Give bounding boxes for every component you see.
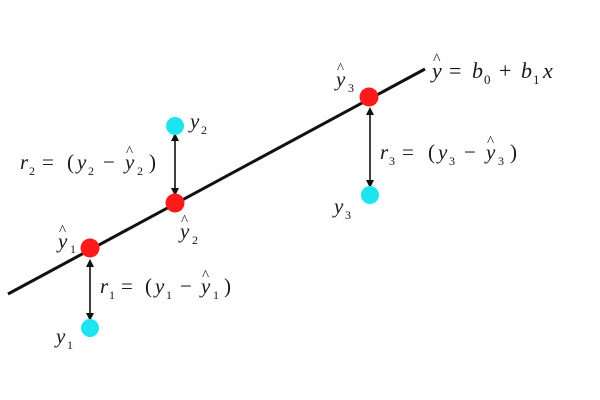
eq-sub1: 1 [533,72,540,87]
residual-2-y-sub: 2 [88,164,94,178]
residual-2-r-sub: 2 [29,164,35,178]
residual-3-y: y [436,140,448,164]
residual-2-close: ) [149,150,156,174]
observed-label-1-y: y [54,324,66,348]
residual-3-y-sub: 3 [449,154,455,168]
residual-1-yhat-sub: 1 [213,288,219,302]
point-group-2: y 2 y ^ 2 r 2 = ( y 2 − y ^ 2 ) [20,109,207,247]
observed-point-2 [166,117,184,135]
eq-plus: + [499,58,511,83]
point-group-3: y ^ 3 y 3 r 3 = ( y 3 − y ^ 3 ) [332,61,517,222]
residual-1-minus: − [180,274,192,298]
predicted-point-3 [359,87,379,107]
residual-label-2: r 2 = ( y 2 − y ^ 2 ) [20,144,156,178]
residual-3-yhat-sub: 3 [498,154,504,168]
residual-3-r: r [380,140,389,164]
residual-2-yhat: y [123,150,135,174]
predicted-label-1-y: y [56,229,68,253]
residual-1-y: y [153,274,165,298]
residual-1-hat: ^ [202,268,209,284]
observed-point-1 [81,319,99,337]
regression-equation: y ^ = b 0 + b 1 x [430,51,553,87]
observed-point-3 [361,186,379,204]
residual-1-eq: = [121,274,133,298]
residual-3-eq: = [402,140,414,164]
eq-b1: b [521,58,532,83]
predicted-label-3-hat: ^ [337,61,344,77]
residual-2-eq: = [42,150,54,174]
predicted-label-2-y: y [178,219,190,243]
predicted-point-1 [80,238,100,258]
residual-label-1: r 1 = ( y 1 − y ^ 1 ) [100,268,231,302]
predicted-label-2-hat: ^ [181,213,188,229]
residual-3-yhat: y [484,140,496,164]
residual-1-r-sub: 1 [109,288,115,302]
residual-3-open: ( [428,140,435,164]
predicted-label-3-y: y [334,67,346,91]
eq-hat: ^ [433,51,441,68]
residual-1-r: r [100,274,109,298]
residual-label-3: r 3 = ( y 3 − y ^ 3 ) [380,134,517,168]
eq-sub0: 0 [484,72,491,87]
residual-3-hat: ^ [487,134,494,150]
residual-3-close: ) [510,140,517,164]
observed-label-1-sub: 1 [67,338,73,352]
residual-2-yhat-sub: 2 [137,164,143,178]
predicted-label-3-sub: 3 [348,81,354,95]
residual-1-y-sub: 1 [166,288,172,302]
eq-b0: b [472,58,483,83]
observed-label-2-sub: 2 [201,123,207,137]
regression-line [7,67,426,296]
predicted-label-1-sub: 1 [70,242,76,256]
eq-equals: = [449,58,461,83]
residual-3-minus: − [464,140,476,164]
observed-label-3-y: y [332,194,344,218]
eq-yhat: y [430,58,442,83]
predicted-label-1-hat: ^ [59,223,66,239]
residual-2-open: ( [67,150,74,174]
observed-label-2-y: y [188,109,200,133]
residual-2-minus: − [103,150,115,174]
eq-x: x [542,58,553,83]
residual-2-r: r [20,150,29,174]
residual-2-y: y [75,150,87,174]
residual-1-open: ( [145,274,152,298]
residual-2-hat: ^ [126,144,133,160]
residual-1-yhat: y [199,274,211,298]
predicted-point-2 [165,193,185,213]
predicted-label-2-sub: 2 [192,233,198,247]
residual-1-close: ) [224,274,231,298]
observed-label-3-sub: 3 [345,208,351,222]
point-group-1: y ^ 1 y 1 r 1 = ( y 1 − y ^ 1 ) [54,223,231,352]
residual-3-r-sub: 3 [389,154,395,168]
